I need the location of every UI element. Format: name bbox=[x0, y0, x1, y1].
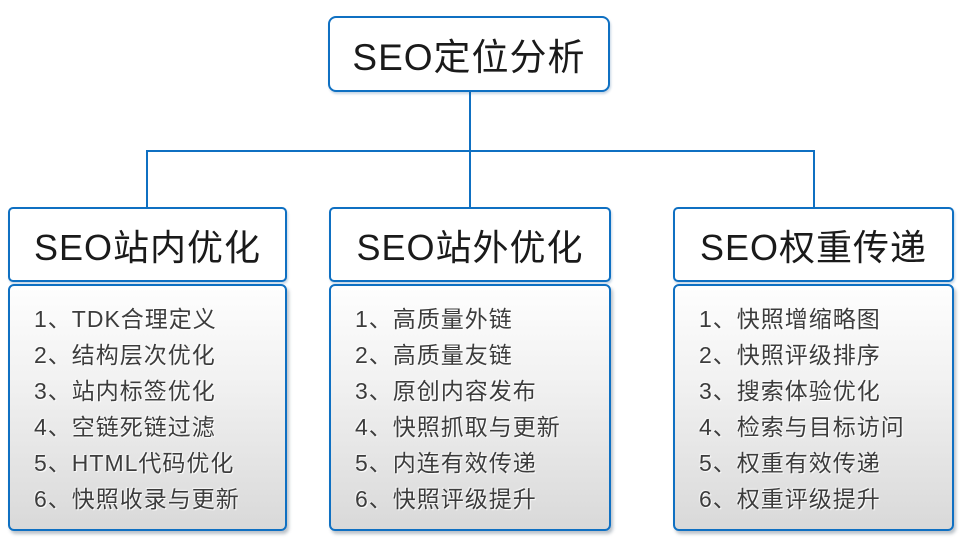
branch-item: 2、结构层次优化 bbox=[34, 342, 216, 368]
branch-item: 4、空链死链过滤 bbox=[34, 414, 216, 440]
connector-drop-left bbox=[146, 150, 148, 208]
branch-item: 3、原创内容发布 bbox=[355, 378, 537, 404]
root-node: SEO定位分析 bbox=[328, 16, 610, 92]
branch-item: 6、权重评级提升 bbox=[699, 486, 881, 512]
branch-item: 6、快照收录与更新 bbox=[34, 486, 240, 512]
branch-item: 3、站内标签优化 bbox=[34, 378, 216, 404]
branch-item: 1、TDK合理定义 bbox=[34, 306, 217, 332]
branch-list-offsite: 1、高质量外链 2、高质量友链 3、原创内容发布 4、快照抓取与更新 5、内连有… bbox=[329, 284, 611, 531]
branch-item: 4、检索与目标访问 bbox=[699, 414, 905, 440]
branch-header-weight: SEO权重传递 bbox=[673, 207, 954, 282]
branch-header-label: SEO权重传递 bbox=[699, 226, 928, 268]
branch-list-weight: 1、快照增缩略图 2、快照评级排序 3、搜索体验优化 4、检索与目标访问 5、权… bbox=[673, 284, 954, 531]
branch-header-offsite: SEO站外优化 bbox=[329, 207, 611, 282]
connector-drop-right bbox=[813, 150, 815, 208]
connector-horizontal bbox=[146, 150, 815, 152]
branch-item: 1、高质量外链 bbox=[355, 306, 513, 332]
branch-item: 4、快照抓取与更新 bbox=[355, 414, 561, 440]
branch-header-label: SEO站内优化 bbox=[33, 226, 262, 268]
branch-item: 5、内连有效传递 bbox=[355, 450, 537, 476]
branch-item: 5、权重有效传递 bbox=[699, 450, 881, 476]
branch-item: 2、快照评级排序 bbox=[699, 342, 881, 368]
branch-item: 1、快照增缩略图 bbox=[699, 306, 881, 332]
branch-header-onsite: SEO站内优化 bbox=[8, 207, 287, 282]
branch-item: 2、高质量友链 bbox=[355, 342, 513, 368]
branch-list-onsite: 1、TDK合理定义 2、结构层次优化 3、站内标签优化 4、空链死链过滤 5、H… bbox=[8, 284, 287, 531]
branch-item: 6、快照评级提升 bbox=[355, 486, 537, 512]
branch-item: 5、HTML代码优化 bbox=[34, 450, 235, 476]
root-node-label: SEO定位分析 bbox=[352, 37, 586, 78]
branch-header-label: SEO站外优化 bbox=[356, 226, 584, 268]
branch-item: 3、搜索体验优化 bbox=[699, 378, 881, 404]
